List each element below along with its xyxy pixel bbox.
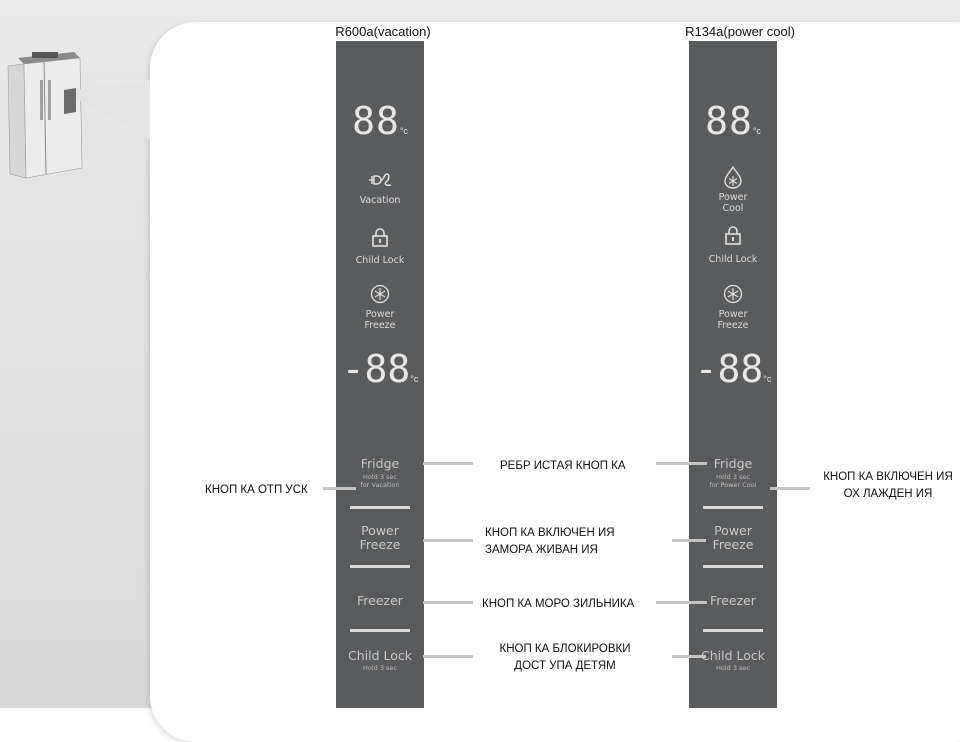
fridge-leader-left: [423, 462, 473, 465]
freezer-leader-left: [423, 601, 473, 604]
power-freeze-button-2[interactable]: Freeze: [359, 537, 401, 552]
left-panel-title: R600a(vacation): [335, 24, 431, 39]
power-freeze-leader-left: [423, 539, 473, 542]
bottom-temp-digits: -88: [341, 347, 411, 391]
top-temp-display: 88°c: [336, 99, 424, 143]
separator: [350, 506, 410, 509]
power-freeze-label-1: Power: [365, 309, 395, 320]
fridge-button[interactable]: Fridge: [360, 456, 400, 471]
bottom-temp-unit: °c: [410, 374, 419, 384]
top-temp-display: 88°c: [689, 99, 777, 143]
fridge-button-label: РЕБР ИСТАЯ КНОП КА: [500, 460, 626, 472]
bottom-temp-digits: -88: [694, 347, 764, 391]
child-lock-hold-text: Hold 3 sec: [362, 664, 398, 672]
vacation-label: Vacation: [359, 195, 401, 206]
child-lock-label: Child Lock: [355, 255, 405, 266]
power-freeze-button-2[interactable]: Freeze: [712, 537, 754, 552]
power-freeze-leader-right: [672, 539, 706, 542]
snowflake-icon: [723, 284, 743, 304]
fridge-hold-text-1: Hold 3 sec: [362, 473, 398, 481]
power-freeze-button-label: КНОП КА ВКЛЮЧЕН ИЯ ЗАМОРА ЖИВАН ИЯ: [485, 525, 660, 558]
lock-icon: [725, 226, 741, 245]
power-freeze-label-2: Freeze: [364, 320, 396, 331]
separator: [703, 629, 763, 632]
vacation-plug-icon: [369, 173, 392, 186]
child-lock-button[interactable]: Child Lock: [700, 648, 765, 663]
bottom-temp-unit: °c: [763, 374, 772, 384]
power-freeze-label-2: Freeze: [717, 320, 749, 331]
bottom-temp-display: -88°c: [336, 347, 424, 391]
fridge-hold-text-2: for Vacation: [360, 481, 400, 489]
power-cool-label-line-2: ОХ ЛАЖДЕН ИЯ: [843, 487, 933, 500]
child-lock-label-line-1: КНОП КА БЛОКИРОВКИ: [499, 643, 631, 655]
vacation-leader-line: [323, 487, 356, 490]
diagram-card: [150, 22, 960, 742]
freezer-button-label: КНОП КА МОРО ЗИЛЬНИКА: [482, 598, 635, 610]
left-control-panel: 88°c Vacation Child Lock Power Freeze -8…: [336, 41, 424, 708]
separator: [350, 565, 410, 568]
power-cool-button-label: КНОП КА ВКЛЮЧЕН ИЯ ОХ ЛАЖДЕН ИЯ: [813, 469, 960, 502]
power-freeze-label-1: Power: [718, 309, 748, 320]
fridge-leader-right: [656, 462, 707, 465]
child-lock-hold-text: Hold 3 sec: [715, 664, 751, 672]
power-cool-drop-icon: [724, 165, 742, 189]
top-temp-digits: 88: [705, 99, 753, 143]
power-freeze-button-1[interactable]: Power: [714, 523, 752, 538]
child-lock-label: Child Lock: [708, 254, 758, 265]
freezer-button[interactable]: Freezer: [357, 593, 403, 608]
lock-icon: [372, 228, 388, 247]
bottom-temp-display: -88°c: [689, 347, 777, 391]
zoom-callout: [76, 80, 150, 140]
fridge-hold-text-1: Hold 3 sec: [715, 473, 751, 481]
freezer-leader-right: [656, 601, 707, 604]
power-cool-leader-line: [770, 487, 810, 490]
top-temp-unit: °c: [399, 126, 408, 136]
fridge-hold-text-2: for Power Cool: [709, 481, 757, 489]
power-cool-label-1: Power: [718, 192, 748, 203]
top-temp-digits: 88: [352, 99, 400, 143]
child-lock-button-label: КНОП КА БЛОКИРОВКИ ДОСТ УПА ДЕТЯМ: [480, 641, 650, 674]
right-panel-title: R134a(power cool): [685, 24, 795, 39]
power-cool-label-2: Cool: [722, 203, 744, 214]
top-temp-unit: °c: [752, 126, 761, 136]
right-control-panel: 88°c Power Cool Child Lock Power Freeze …: [689, 41, 777, 708]
separator: [703, 506, 763, 509]
snowflake-icon: [370, 284, 390, 304]
separator: [703, 565, 763, 568]
power-freeze-button-1[interactable]: Power: [361, 523, 399, 538]
freezer-button[interactable]: Freezer: [710, 593, 756, 608]
refrigerator-illustration: [7, 52, 83, 179]
child-lock-label-line-2: ДОСТ УПА ДЕТЯМ: [514, 659, 616, 672]
fridge-button[interactable]: Fridge: [713, 456, 753, 471]
child-lock-leader-left: [423, 655, 473, 658]
child-lock-leader-right: [672, 655, 706, 658]
power-freeze-label-line-1: КНОП КА ВКЛЮЧЕН ИЯ: [485, 527, 615, 539]
power-cool-label-line-1: КНОП КА ВКЛЮЧЕН ИЯ: [823, 471, 953, 483]
child-lock-button[interactable]: Child Lock: [347, 648, 412, 663]
power-freeze-label-line-2: ЗАМОРА ЖИВАН ИЯ: [485, 543, 598, 556]
separator: [350, 629, 410, 632]
vacation-button-label: КНОП КА ОТП УСК: [205, 484, 308, 496]
